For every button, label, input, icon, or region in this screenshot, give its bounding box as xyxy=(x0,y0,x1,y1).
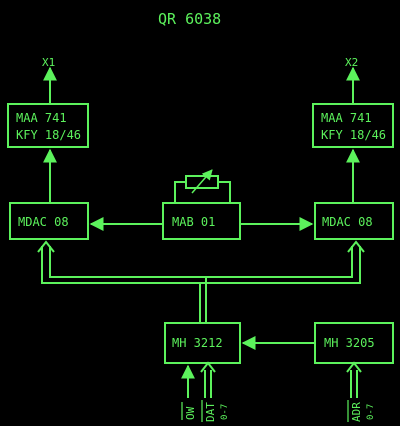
data-bus xyxy=(37,240,365,323)
maa-left-line2: KFY 18/46 xyxy=(16,128,81,142)
variable-resistor-icon xyxy=(174,169,231,203)
output-x1-label: X1 xyxy=(42,56,55,69)
mdac-right-label: MDAC 08 xyxy=(322,215,373,229)
input-dat-range: 0-7 xyxy=(220,404,230,420)
maa-right-line2: KFY 18/46 xyxy=(321,128,386,142)
maa-left-line1: MAA 741 xyxy=(16,111,67,125)
output-x2-label: X2 xyxy=(345,56,358,69)
maa-right-line1: MAA 741 xyxy=(321,111,372,125)
block-mab: MAB 01 xyxy=(162,202,241,240)
mab-label: MAB 01 xyxy=(172,215,215,229)
mh3212-label: MH 3212 xyxy=(172,336,223,350)
block-mdac-right: MDAC 08 xyxy=(314,202,394,240)
data-input-bus xyxy=(200,361,216,398)
block-maa-left: MAA 741 KFY 18/46 xyxy=(7,103,89,148)
block-mh3212: MH 3212 xyxy=(164,322,241,364)
input-adr-label: ADR xyxy=(350,402,363,422)
block-maa-right: MAA 741 KFY 18/46 xyxy=(312,103,394,148)
diagram-title: QR 6038 xyxy=(158,10,221,28)
mdac-left-label: MDAC 08 xyxy=(18,215,69,229)
mh3205-label: MH 3205 xyxy=(324,336,375,350)
block-mdac-left: MDAC 08 xyxy=(9,202,89,240)
block-mh3205: MH 3205 xyxy=(314,322,394,364)
input-ow-label: OW xyxy=(184,406,197,420)
input-adr-range: 0-7 xyxy=(366,404,376,420)
address-input-bus xyxy=(346,361,362,398)
input-dat-label: DAT xyxy=(204,402,217,422)
